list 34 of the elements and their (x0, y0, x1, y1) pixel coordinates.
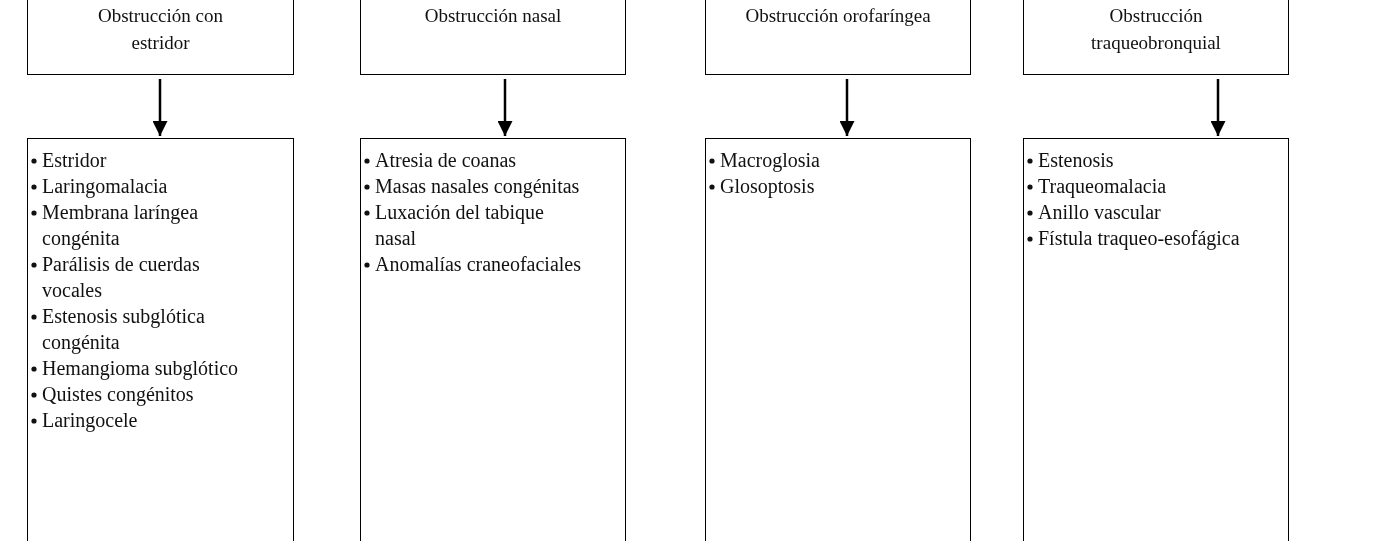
list-box (360, 138, 626, 541)
list-item: Laringocele (42, 409, 138, 431)
list-item: Quistes congénitos (42, 383, 194, 405)
list-item: Macroglosia (720, 149, 820, 171)
list-item: Membrana laríngea congénita (42, 201, 199, 249)
list-item: Hemangioma subglótico (42, 357, 239, 379)
list-item: Estenosis subglótica congénita (42, 305, 205, 353)
list-item: Estridor (42, 149, 107, 171)
list-item: Fístula traqueo-esofágica (1038, 227, 1240, 249)
list-box (705, 138, 971, 541)
list-item: Luxación del tabique nasal (375, 201, 544, 249)
list-item: Laringomalacia (42, 175, 168, 197)
category-box (27, 0, 294, 75)
list-item: Parálisis de cuerdas vocales (42, 253, 200, 301)
list-item: Masas nasales congénitas (375, 175, 580, 197)
list-item: Anillo vascular (1038, 201, 1161, 223)
arrow (1210, 79, 1226, 136)
list-item: Atresia de coanas (375, 149, 517, 171)
list-item: Glosoptosis (720, 175, 815, 197)
arrow (497, 79, 513, 136)
list-box (27, 138, 294, 541)
arrow (839, 79, 855, 136)
list-item: Anomalías craneofaciales (375, 253, 581, 275)
category-label: Obstrucción orofaríngea (745, 4, 931, 28)
category-box (1023, 0, 1289, 75)
category-label: Obstrucción con estridor (96, 4, 225, 55)
category-box (705, 0, 971, 75)
arrow (152, 79, 168, 136)
category-label: Obstrucción nasal (424, 4, 562, 28)
category-box (360, 0, 626, 75)
category-label: Obstrucción traqueobronquial (1090, 4, 1222, 55)
list-box (1023, 138, 1289, 541)
list-item: Traqueomalacia (1038, 175, 1167, 197)
list-item: Estenosis (1038, 149, 1114, 171)
